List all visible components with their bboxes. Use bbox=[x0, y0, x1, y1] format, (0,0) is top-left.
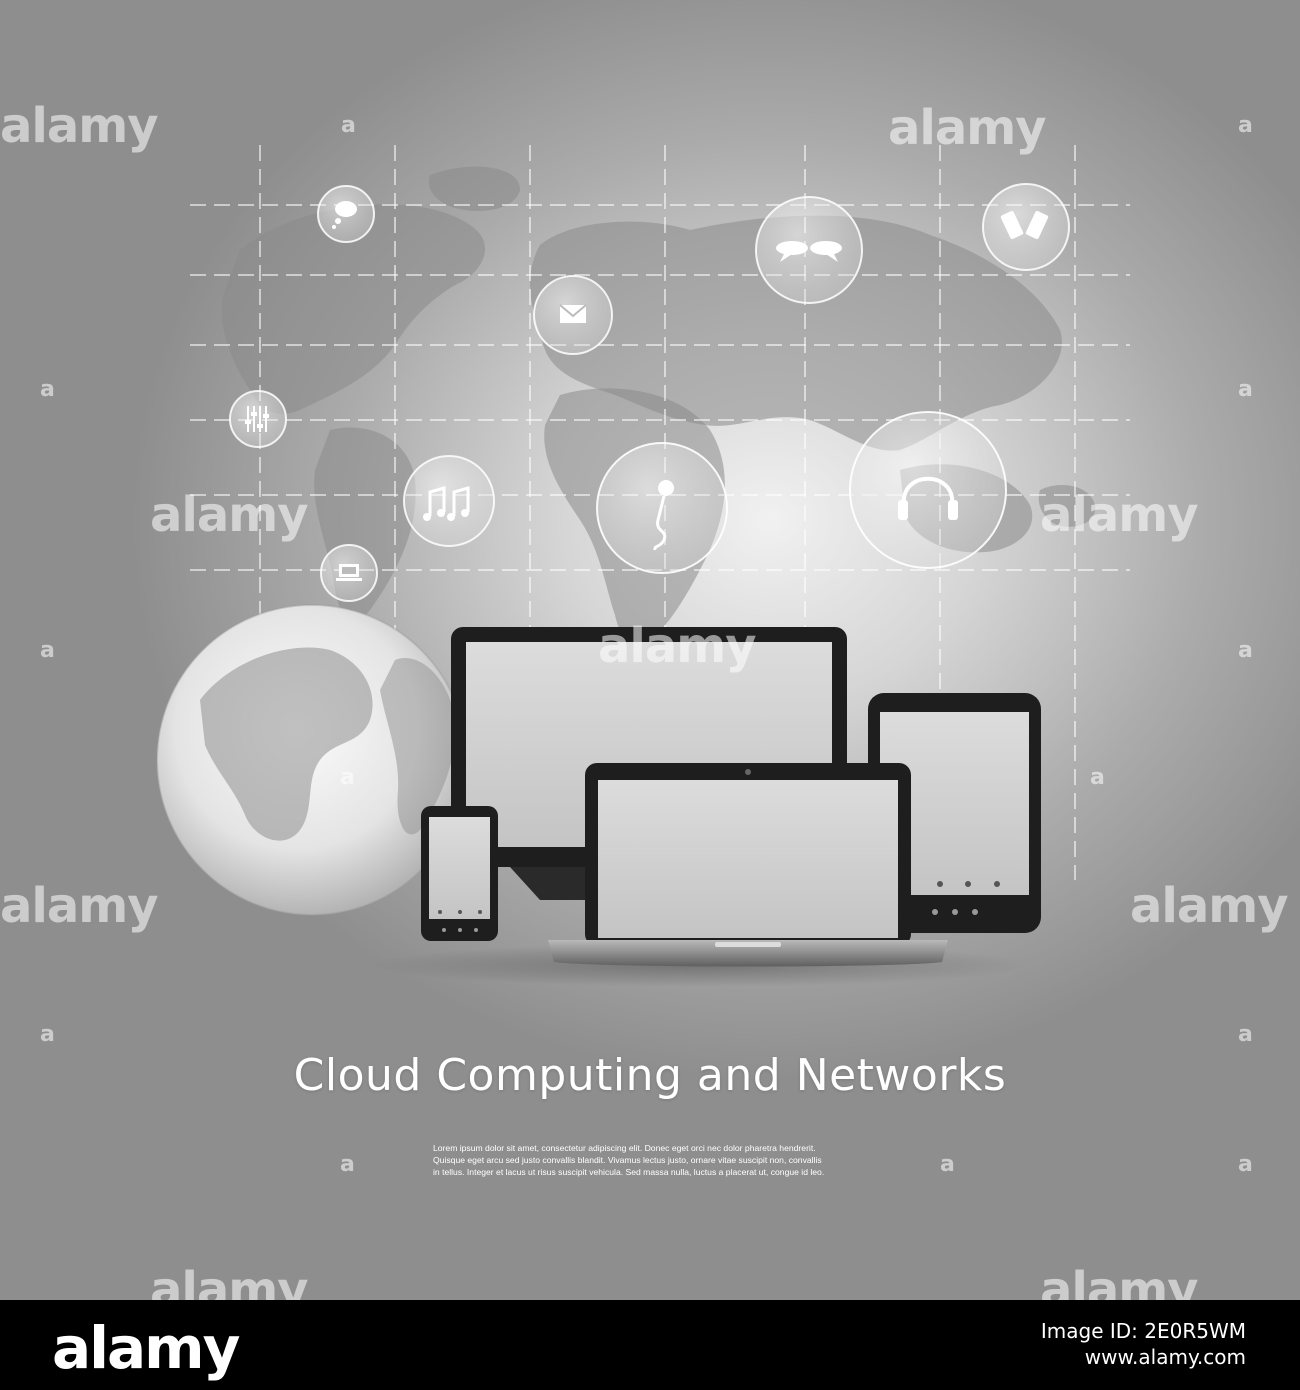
watermark-text: alamy bbox=[1040, 1262, 1199, 1300]
watermark-logo: a bbox=[1238, 638, 1253, 663]
watermark-text: alamy bbox=[1130, 878, 1289, 934]
watermark-logo: a bbox=[340, 1152, 355, 1177]
body-line: Quisque eget arcu sed justo convallis bl… bbox=[433, 1155, 822, 1165]
bubble-laptop bbox=[320, 544, 378, 602]
poster-canvas: alamy a alamy a a a alamy alamy a alamy … bbox=[0, 0, 1300, 1300]
watermark-logo: a bbox=[940, 1152, 955, 1177]
image-id: Image ID: 2E0R5WM bbox=[1040, 1319, 1246, 1343]
watermark-text: alamy bbox=[0, 98, 159, 154]
watermark-text: alamy bbox=[0, 878, 159, 934]
watermark-text: alamy bbox=[598, 618, 757, 674]
watermark-logo: a bbox=[1238, 377, 1253, 402]
footer-logo: alamy bbox=[52, 1314, 240, 1382]
watermark-logo: a bbox=[1238, 1022, 1253, 1047]
bubble-music bbox=[403, 455, 495, 547]
watermark-logo: a bbox=[1238, 1152, 1253, 1177]
body-text: Lorem ipsum dolor sit amet, consectetur … bbox=[433, 1142, 873, 1178]
headline: Cloud Computing and Networks bbox=[293, 1050, 1007, 1101]
body-line: Lorem ipsum dolor sit amet, consectetur … bbox=[433, 1143, 816, 1153]
watermark-text: alamy bbox=[888, 100, 1047, 156]
site-url: www.alamy.com bbox=[1084, 1345, 1246, 1369]
smartphone bbox=[421, 806, 498, 941]
bubble-phones bbox=[982, 183, 1070, 271]
bubble-headphones bbox=[849, 411, 1007, 569]
illustration bbox=[156, 166, 1096, 987]
watermark-text: alamy bbox=[1040, 487, 1199, 543]
watermark-logo: a bbox=[340, 765, 355, 790]
bubble-envelope bbox=[533, 275, 613, 355]
footer-info: Image ID: 2E0R5WM www.alamy.com bbox=[1041, 1318, 1246, 1370]
watermark-logo: a bbox=[1090, 765, 1105, 790]
body-line: in tellus. Integer et lacus ut risus sus… bbox=[433, 1167, 825, 1177]
watermark-logo: a bbox=[40, 638, 55, 663]
bubble-microphone bbox=[596, 442, 728, 574]
footer-bar: alamy Image ID: 2E0R5WM www.alamy.com bbox=[0, 1300, 1300, 1390]
watermark-logo: a bbox=[40, 377, 55, 402]
bubble-equalizer bbox=[229, 390, 287, 448]
watermark-logo: a bbox=[1238, 113, 1253, 138]
globe bbox=[156, 604, 468, 916]
bubble-chat bbox=[755, 196, 863, 304]
bubble-speech bbox=[317, 185, 375, 243]
watermark-text: alamy bbox=[150, 1262, 309, 1300]
watermark-logo: a bbox=[341, 113, 356, 138]
watermark-text: alamy bbox=[150, 487, 309, 543]
laptop bbox=[548, 763, 948, 967]
watermark-logo: a bbox=[40, 1022, 55, 1047]
